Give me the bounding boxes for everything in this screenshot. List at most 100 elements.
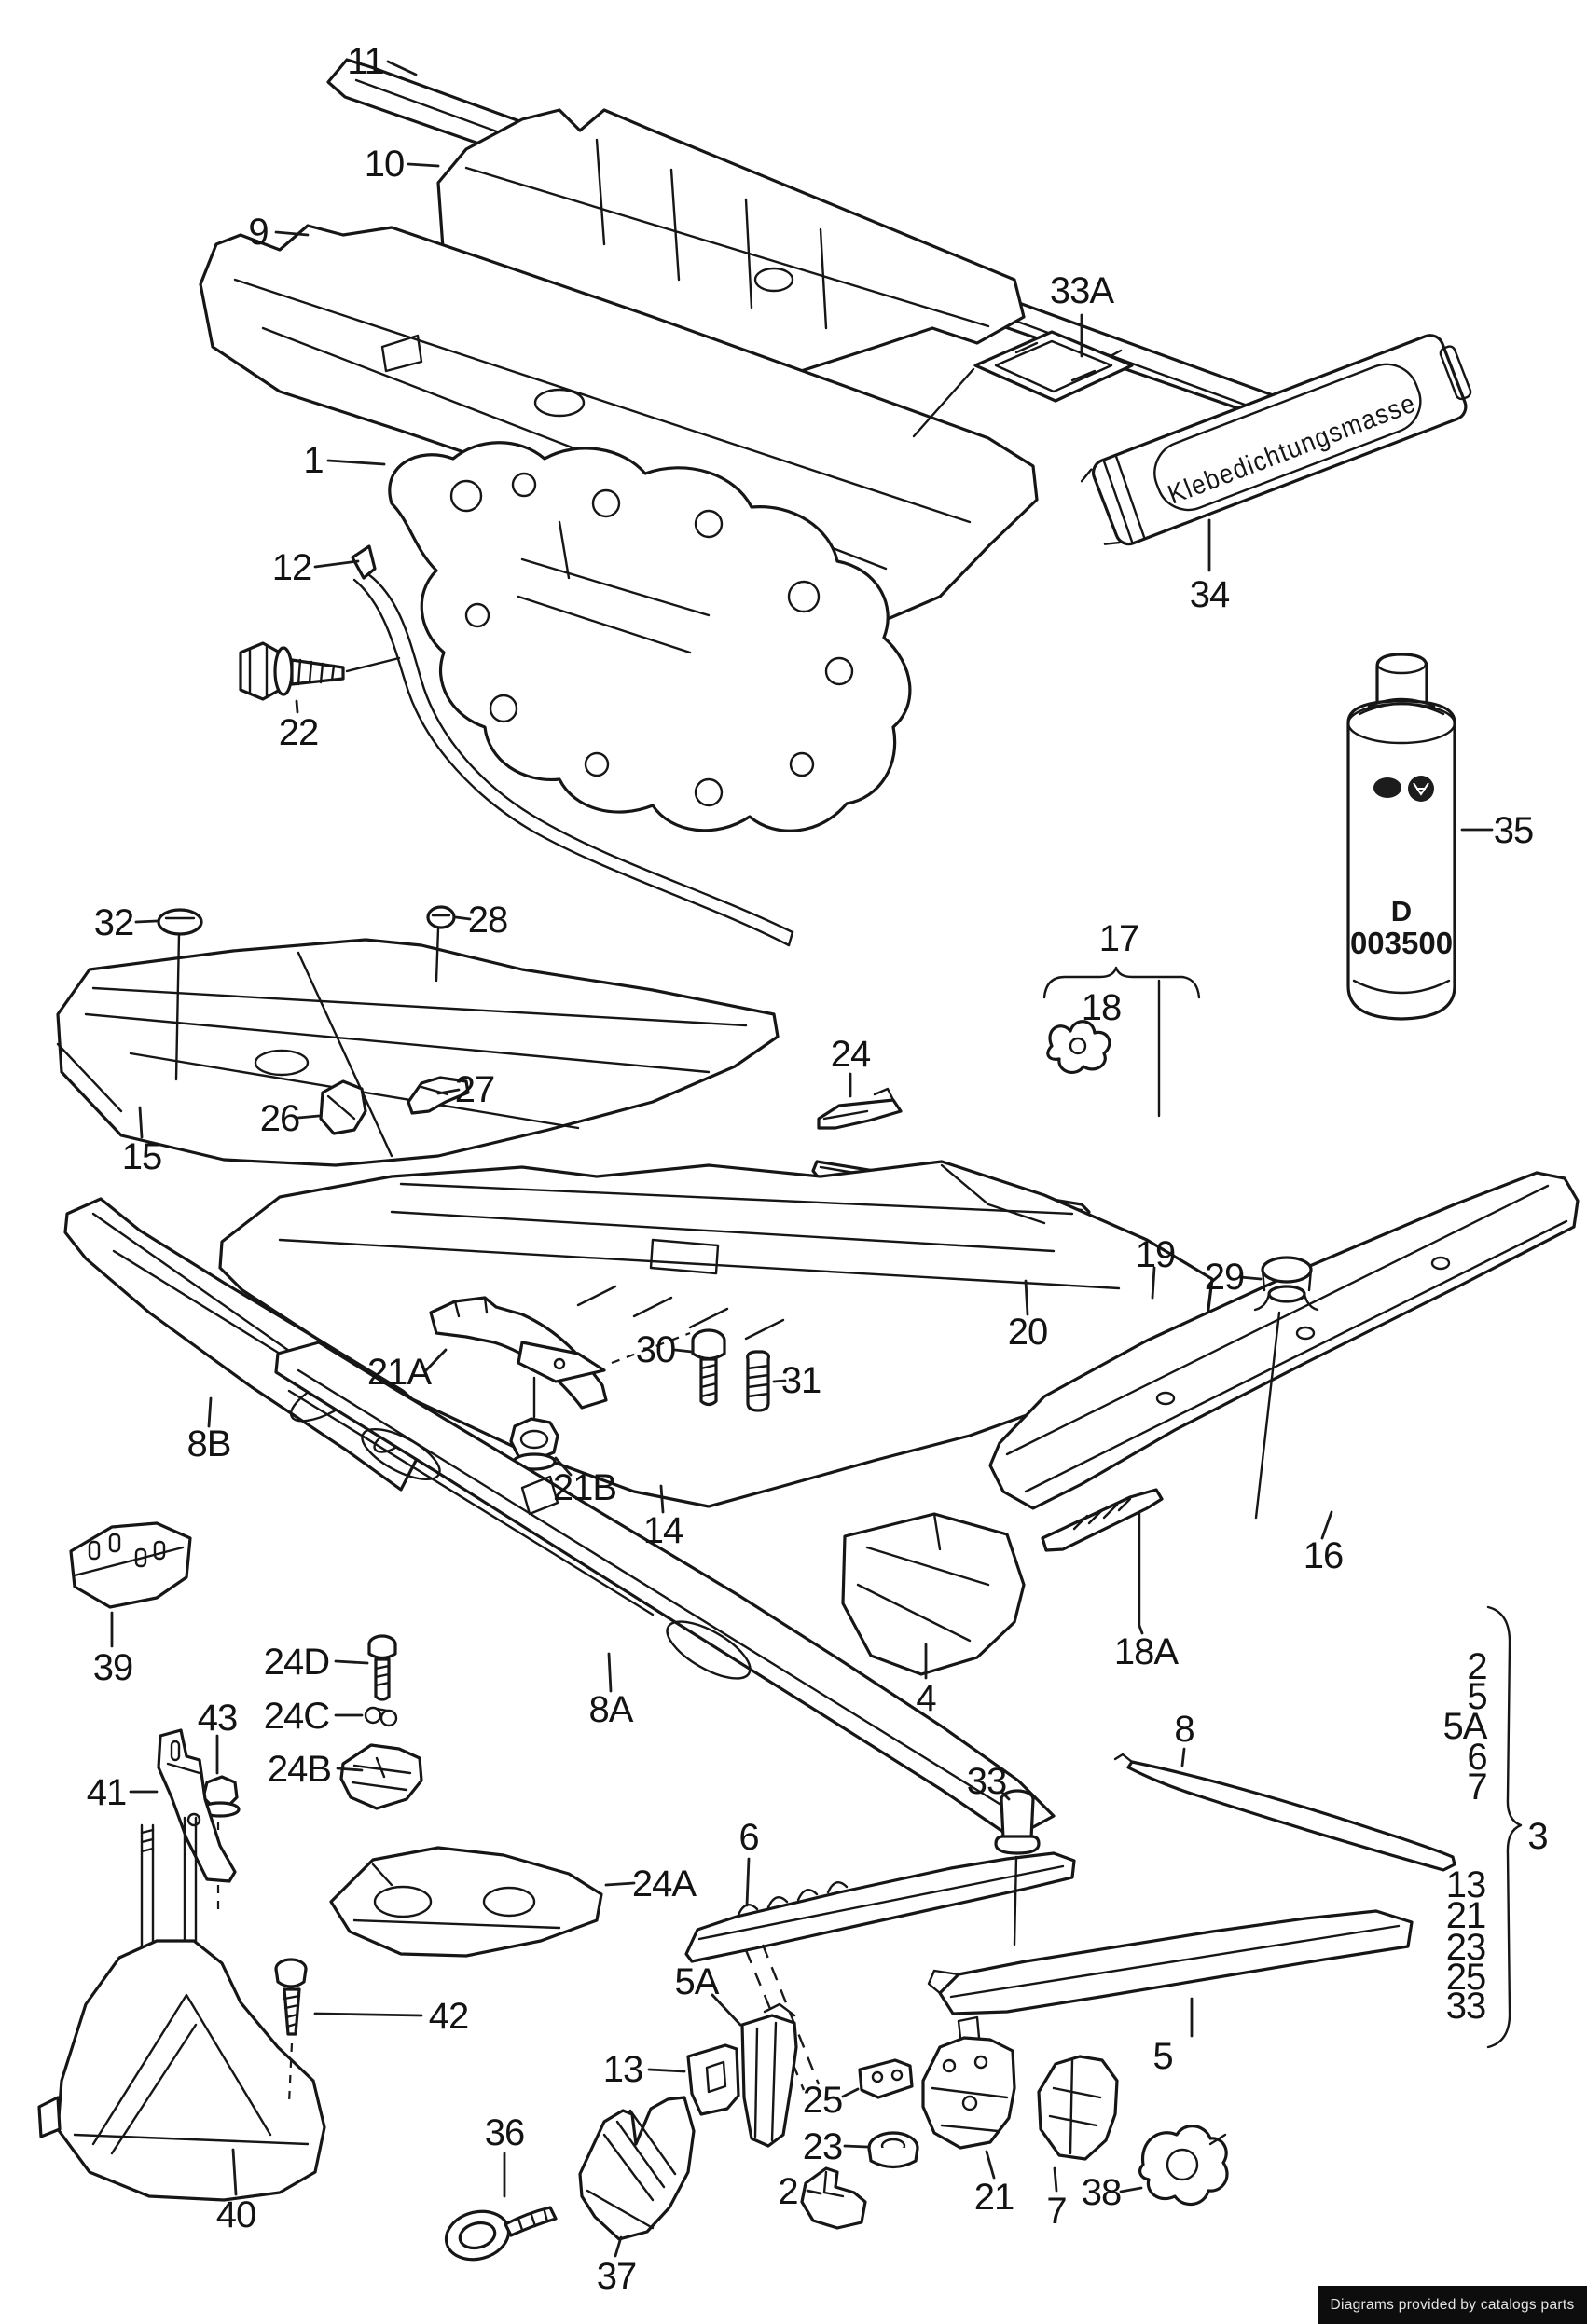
part-21A-support-bracket xyxy=(429,1296,691,1410)
attribution-badge: Diagrams provided by catalogs parts xyxy=(1318,2286,1587,2324)
callout-23: 23 xyxy=(802,2126,843,2167)
callout-18A: 18A xyxy=(1113,1631,1179,1672)
callout-21: 21 xyxy=(973,2177,1014,2218)
part-29-grommet xyxy=(1253,1256,1319,1520)
callout-35: 35 xyxy=(1493,810,1534,851)
callout-37: 37 xyxy=(596,2256,637,2297)
part-2-bracket xyxy=(800,2166,867,2230)
callout-43: 43 xyxy=(197,1698,238,1739)
part-24B-saddle-bracket xyxy=(339,1743,423,1810)
part-7-closing-piece xyxy=(1037,2055,1119,2161)
callout-33A: 33A xyxy=(1049,270,1114,311)
callout-14: 14 xyxy=(642,1510,683,1551)
callout-21: 21 xyxy=(1445,1895,1486,1936)
part-17-group-brace xyxy=(1042,966,1201,1118)
callout-15: 15 xyxy=(121,1136,162,1177)
callout-33: 33 xyxy=(966,1761,1007,1802)
callout-39: 39 xyxy=(92,1647,133,1688)
canister-label-line2: 003500 xyxy=(1350,926,1453,960)
callout-42: 42 xyxy=(428,1996,469,2037)
part-4-closing-panel xyxy=(841,1512,1026,1676)
callout-5: 5 xyxy=(1152,2036,1173,2077)
part-38-cap xyxy=(1138,2125,1229,2207)
callout-33: 33 xyxy=(1445,1986,1486,2027)
callout-36: 36 xyxy=(484,2112,525,2153)
callout-17: 17 xyxy=(1098,918,1139,959)
part-8A-side-member xyxy=(274,1341,1056,1840)
group-brace-3 xyxy=(1486,1605,1523,2049)
callout-4: 4 xyxy=(916,1678,936,1719)
callout-6: 6 xyxy=(738,1817,759,1858)
part-39-bracket-plate xyxy=(69,1521,192,1609)
callout-26: 26 xyxy=(259,1098,300,1139)
callout-24A: 24A xyxy=(631,1863,697,1905)
callout-16: 16 xyxy=(1303,1535,1344,1576)
callout-27: 27 xyxy=(454,1069,495,1110)
callout-21B: 21B xyxy=(552,1467,617,1508)
part-1-gasket-panel xyxy=(388,441,912,832)
callout-7: 7 xyxy=(1467,1767,1487,1808)
callout-25: 25 xyxy=(1445,1957,1486,1998)
part-24A-support-plate xyxy=(329,1846,603,1958)
part-21B-nut xyxy=(509,1376,559,1471)
callout-22: 22 xyxy=(278,712,319,753)
canister-label-line1: D xyxy=(1391,895,1412,928)
callout-1: 1 xyxy=(303,440,324,481)
part-24D-bolt xyxy=(367,1634,397,1701)
part-37-finned-bracket xyxy=(578,2096,696,2241)
part-40-mount-bracket xyxy=(37,1816,326,2202)
callout-12: 12 xyxy=(271,547,312,588)
callout-10: 10 xyxy=(364,144,405,185)
part-35-sealant-canister: D 003500 xyxy=(1346,653,1456,1021)
callout-28: 28 xyxy=(467,900,508,941)
part-23-flange-nut xyxy=(867,2131,919,2169)
part-13-plate xyxy=(686,2043,740,2116)
part-30-bolt xyxy=(691,1328,726,1407)
callout-8B: 8B xyxy=(186,1423,232,1465)
part-42-screw xyxy=(274,1958,308,2104)
callout-24D: 24D xyxy=(263,1642,330,1683)
callout-32: 32 xyxy=(93,902,134,943)
part-18-clip xyxy=(1046,1020,1111,1075)
callout-13: 13 xyxy=(1445,1864,1486,1905)
part-32-oval-plug xyxy=(157,908,203,1081)
callout-24C: 24C xyxy=(263,1696,330,1737)
part-26-bracket xyxy=(319,1079,367,1135)
callout-34: 34 xyxy=(1189,574,1230,615)
part-5-rail xyxy=(927,1909,1414,2015)
part-36-eyebolt xyxy=(444,2206,558,2262)
callout-31: 31 xyxy=(780,1360,821,1401)
part-6-longitudinal-member xyxy=(684,1851,1076,2091)
callout-3: 3 xyxy=(1527,1816,1548,1857)
callout-24B: 24B xyxy=(267,1749,332,1790)
callout-2: 2 xyxy=(1467,1646,1487,1687)
callout-9: 9 xyxy=(248,212,269,253)
callout-20: 20 xyxy=(1007,1312,1048,1353)
callout-8: 8 xyxy=(1174,1709,1194,1750)
audi-rings-icon xyxy=(1373,777,1401,798)
part-28-grommet xyxy=(426,905,456,983)
callout-11: 11 xyxy=(347,41,385,82)
callout-21A: 21A xyxy=(366,1352,432,1393)
callout-24: 24 xyxy=(830,1034,871,1075)
part-33A-plate xyxy=(973,330,1134,403)
callout-25: 25 xyxy=(802,2080,843,2121)
callout-8A: 8A xyxy=(588,1689,634,1730)
part-5A-channel-bracket xyxy=(740,2002,798,2148)
callout-5A: 5A xyxy=(1442,1706,1488,1747)
part-31-stud xyxy=(746,1350,770,1412)
part-8-reinforcement-strip xyxy=(1113,1753,1456,1872)
callout-13: 13 xyxy=(602,2049,643,2090)
part-24-bracket xyxy=(817,1087,903,1130)
part-21-bracket xyxy=(921,2015,1016,2150)
callout-7: 7 xyxy=(1046,2191,1067,2232)
callout-41: 41 xyxy=(86,1772,127,1813)
part-24C-clip xyxy=(364,1706,398,1727)
callout-18: 18 xyxy=(1081,987,1122,1028)
callout-19: 19 xyxy=(1135,1234,1176,1275)
callout-2: 2 xyxy=(778,2171,798,2212)
part-18A-ribbed-strip xyxy=(1041,1488,1164,1628)
callout-40: 40 xyxy=(215,2194,256,2235)
